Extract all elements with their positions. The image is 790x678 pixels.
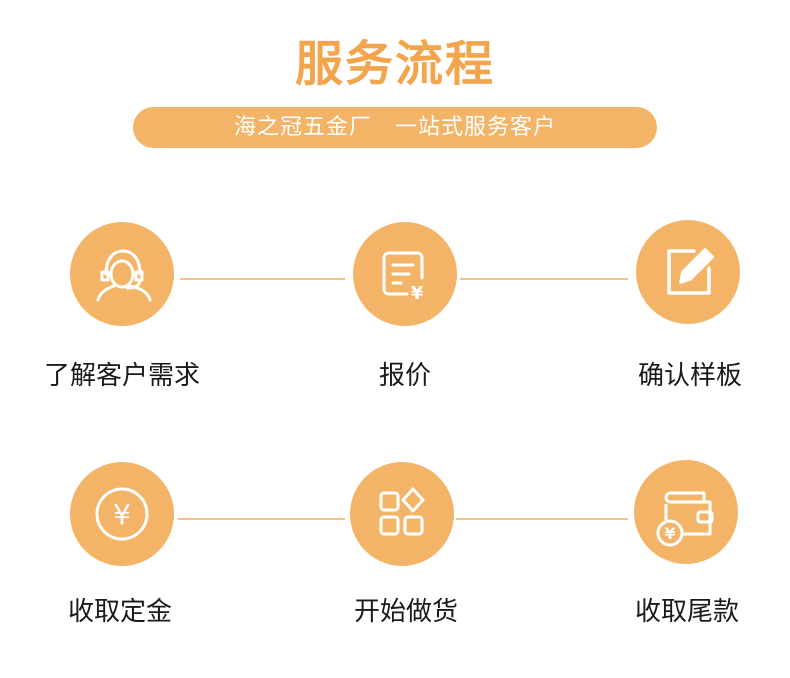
connector-line	[180, 278, 345, 280]
yen-coin-icon: ¥	[95, 487, 149, 541]
connector-line	[460, 278, 628, 280]
step-1-label: 了解客户需求	[43, 361, 200, 391]
edit-icon	[667, 248, 714, 295]
svg-text:¥: ¥	[664, 524, 675, 543]
svg-text:¥: ¥	[411, 283, 424, 304]
page-title: 服务流程	[294, 36, 495, 92]
step-4-label: 收取定金	[67, 597, 172, 627]
subtitle-banner: 海之冠五金厂 一站式服务客户	[133, 107, 657, 148]
wallet-icon: ¥	[656, 491, 714, 547]
step-3-circle	[636, 220, 740, 324]
step-5-circle	[350, 462, 454, 566]
step-2-label: 报价	[378, 361, 431, 391]
step-1-circle	[70, 222, 174, 326]
step-6-circle: ¥	[634, 460, 738, 564]
svg-text:¥: ¥	[113, 498, 131, 531]
step-4-circle: ¥	[70, 462, 174, 566]
step-5-label: 开始做货	[353, 597, 458, 627]
production-blocks-icon	[379, 487, 425, 536]
connector-line	[178, 518, 345, 520]
customer-service-icon	[96, 249, 152, 302]
step-6-label: 收取尾款	[634, 597, 739, 627]
step-3-label: 确认样板	[637, 361, 742, 391]
step-2-circle: ¥	[353, 222, 457, 326]
connector-line	[456, 518, 628, 520]
quote-document-icon: ¥	[382, 251, 424, 304]
